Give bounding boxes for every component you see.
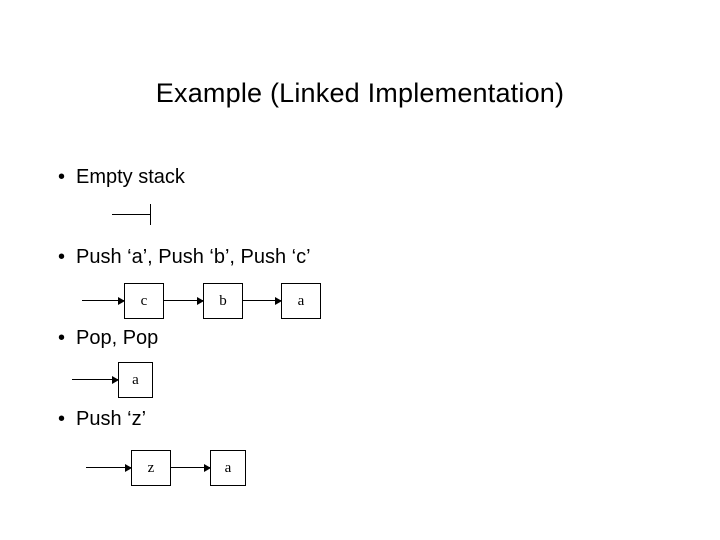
bullet-marker: • (58, 327, 66, 349)
pointer-arrow (86, 463, 132, 472)
bullet-text: Empty stack (76, 166, 185, 188)
list-node: a (118, 362, 153, 398)
list-node: a (210, 450, 246, 486)
bullet-text: Pop, Pop (76, 327, 159, 349)
bullet-pop-pop: • Pop, Pop (58, 327, 158, 350)
bullet-text: Push ‘a’, Push ‘b’, Push ‘c’ (76, 246, 311, 268)
stack-a-diagram: a (72, 362, 232, 398)
list-node: z (131, 450, 171, 486)
empty-stack-diagram (112, 200, 292, 230)
null-terminator-icon (150, 204, 151, 225)
bullet-push-z: • Push ‘z’ (58, 408, 146, 431)
bullet-marker: • (58, 246, 66, 268)
page-title: Example (Linked Implementation) (155, 78, 565, 108)
pointer-arrow (72, 375, 119, 384)
bullet-text: Push ‘z’ (76, 408, 147, 430)
pointer-arrow (112, 214, 150, 215)
stack-cba-diagram: c b a (82, 283, 362, 319)
stack-za-diagram: z a (86, 450, 326, 486)
list-node: a (281, 283, 321, 319)
link-arrow (171, 463, 211, 472)
bullet-marker: • (58, 408, 66, 430)
list-node: c (124, 283, 164, 319)
link-arrow (243, 296, 282, 305)
pointer-arrow (82, 296, 125, 305)
bullet-push-abc: • Push ‘a’, Push ‘b’, Push ‘c’ (58, 246, 311, 269)
link-arrow (164, 296, 204, 305)
list-node: b (203, 283, 243, 319)
bullet-marker: • (58, 166, 66, 188)
bullet-empty-stack: • Empty stack (58, 166, 185, 189)
